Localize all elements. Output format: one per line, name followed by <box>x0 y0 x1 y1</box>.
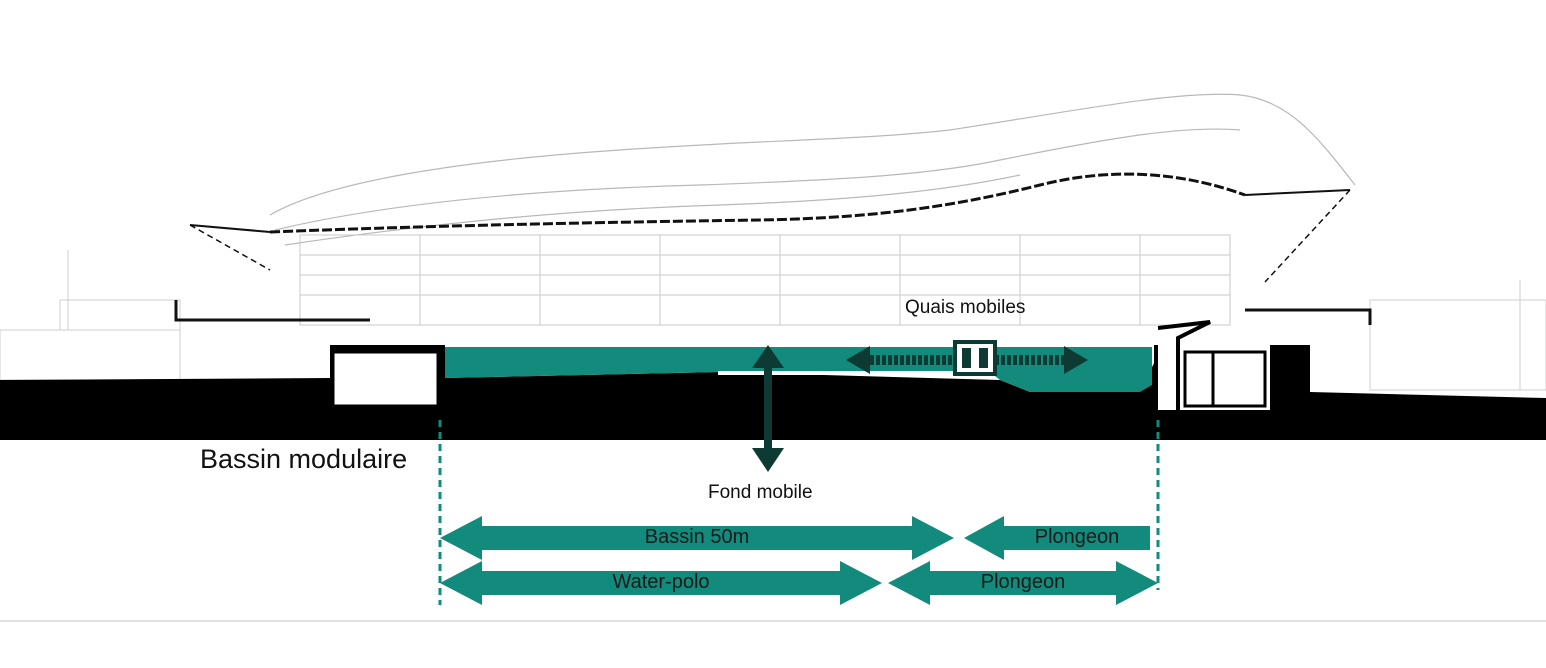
label-water-polo: Water-polo <box>612 571 710 593</box>
left-plant-room <box>331 350 440 408</box>
stadium-roof <box>189 93 1356 246</box>
roof-structure <box>269 172 1246 234</box>
right-plant-room <box>1183 350 1267 408</box>
bar-plongeon-2 <box>888 561 1158 605</box>
fond-mobile-arrow <box>752 345 784 472</box>
label-quais-mobiles: Quais mobiles <box>905 297 1026 318</box>
config-row-1 <box>440 516 1150 560</box>
stands <box>299 234 1231 326</box>
right-strut-2 <box>1264 189 1351 283</box>
label-bassin-50m: Bassin 50m <box>644 526 750 548</box>
config-row-2 <box>440 561 1158 605</box>
label-plongeon-1: Plongeon <box>1034 526 1120 548</box>
bar-bassin-50m <box>440 516 954 560</box>
diving-platform <box>1157 320 1211 410</box>
left-canopy <box>189 224 271 233</box>
movable-floor <box>718 371 988 375</box>
right-strut <box>1244 189 1351 196</box>
bar-water-polo <box>440 561 882 605</box>
quais-mobiles-arrow <box>846 340 1088 376</box>
label-plongeon-2: Plongeon <box>980 571 1066 593</box>
diagram-title: Bassin modulaire <box>200 444 408 474</box>
bar-plongeon-1 <box>964 516 1150 560</box>
label-fond-mobile: Fond mobile <box>708 482 813 503</box>
platforms <box>174 300 1372 325</box>
left-strut <box>189 224 271 271</box>
